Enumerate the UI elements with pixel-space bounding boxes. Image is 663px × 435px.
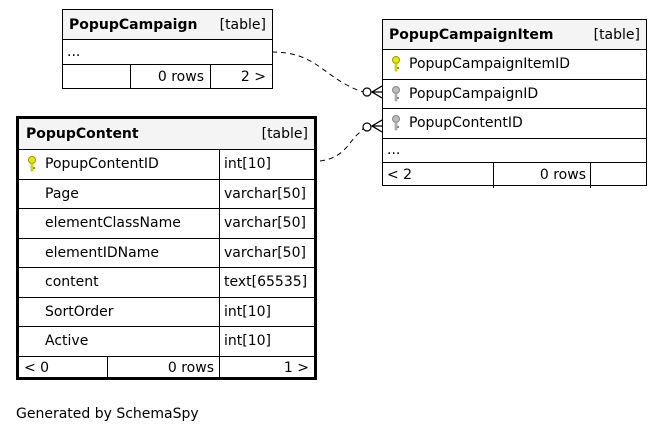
table-kind: [table] xyxy=(261,126,308,142)
relationship-optional-marker xyxy=(362,87,372,97)
table-footer: 0 rows 2 > xyxy=(63,64,272,88)
footer-children: 2 > xyxy=(210,65,272,88)
column-name: PopupCampaignItemID xyxy=(409,56,571,73)
table-popupcampaignitem[interactable]: PopupCampaignItem [table] PopupCampaignI… xyxy=(382,19,647,188)
columns-ellipsis: ... xyxy=(387,142,401,158)
table-kind: [table] xyxy=(593,26,640,43)
footer-rows: 0 rows xyxy=(107,356,219,380)
relationship-crowsfoot-marker xyxy=(370,85,383,99)
column-name: PopupContentID xyxy=(45,156,159,173)
table-header: PopupContent [table] xyxy=(19,119,314,149)
column-type: varchar[50] xyxy=(219,179,314,208)
table-kind: [table] xyxy=(219,16,266,33)
column-type: varchar[50] xyxy=(219,238,314,267)
table-name: PopupCampaign xyxy=(69,16,198,33)
footer-parents: < 0 xyxy=(24,360,50,376)
relationship-popupcontent-to-item xyxy=(319,126,368,162)
primary-key-icon xyxy=(391,55,401,73)
column-name: PopupCampaignID xyxy=(409,85,539,102)
table-popupcontent[interactable]: PopupContent [table] PopupContentID int[… xyxy=(16,116,317,380)
column-row: elementClassName varchar[50] xyxy=(19,208,314,238)
column-row: SortOrder int[10] xyxy=(19,296,314,326)
table-footer: < 0 0 rows 1 > xyxy=(19,355,314,380)
columns-ellipsis-row: ... xyxy=(383,137,646,162)
column-type: int[10] xyxy=(219,150,314,179)
foreign-key-icon xyxy=(391,85,401,103)
column-row: elementIDName varchar[50] xyxy=(19,237,314,267)
relationship-popupcampaign-to-item xyxy=(271,51,368,93)
relationship-crowsfoot-marker xyxy=(370,119,383,133)
footer-children xyxy=(590,162,646,188)
columns-ellipsis: ... xyxy=(67,44,81,60)
column-row: PopupContentID int[10] xyxy=(19,149,314,179)
table-header: PopupCampaignItem [table] xyxy=(383,20,646,49)
column-row: PopupCampaignItemID xyxy=(383,49,646,79)
columns-ellipsis-row: ... xyxy=(63,39,272,64)
column-name: elementClassName xyxy=(45,215,181,232)
foreign-key-icon xyxy=(391,114,401,132)
column-name: SortOrder xyxy=(45,303,114,320)
column-type: int[10] xyxy=(219,297,314,326)
column-row: Active int[10] xyxy=(19,326,314,356)
column-row: Page varchar[50] xyxy=(19,178,314,208)
column-name: elementIDName xyxy=(45,244,159,261)
column-type: text[65535] xyxy=(219,268,314,297)
column-row: content text[65535] xyxy=(19,267,314,297)
primary-key-icon xyxy=(27,155,37,173)
column-name: Active xyxy=(45,333,89,350)
column-name: PopupContentID xyxy=(409,115,523,132)
column-row: PopupCampaignID xyxy=(383,78,646,109)
generated-by-text: Generated by SchemaSpy xyxy=(16,406,199,422)
column-type: int[10] xyxy=(219,327,314,356)
relationship-optional-marker xyxy=(362,122,372,132)
footer-parents: < 2 xyxy=(387,167,413,183)
column-name: content xyxy=(45,274,99,291)
footer-children: 1 > xyxy=(219,356,314,380)
column-row: PopupContentID xyxy=(383,108,646,138)
column-name: Page xyxy=(45,185,79,202)
table-popupcampaign[interactable]: PopupCampaign [table] ... 0 rows 2 > xyxy=(62,9,273,89)
table-name: PopupContent xyxy=(26,126,139,142)
footer-rows: 0 rows xyxy=(493,162,590,188)
table-name: PopupCampaignItem xyxy=(389,26,554,43)
column-type: varchar[50] xyxy=(219,209,314,238)
table-header: PopupCampaign [table] xyxy=(63,10,272,39)
table-footer: < 2 0 rows xyxy=(383,161,646,188)
footer-rows: 0 rows xyxy=(130,65,210,88)
